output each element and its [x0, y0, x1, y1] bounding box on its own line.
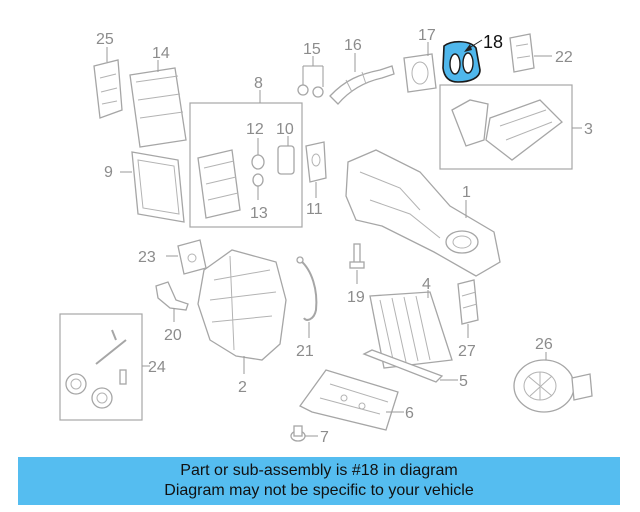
callout-4: 4 [422, 276, 431, 293]
part-17-gasket [403, 42, 437, 93]
part-9-filter [120, 151, 185, 223]
part-2-blower-housing [197, 249, 287, 374]
callout-1: 1 [462, 184, 471, 201]
part-22-bracket [509, 33, 552, 73]
part-12-oring [251, 138, 265, 170]
group-box-3 [439, 84, 573, 170]
part-5-seal-strip [362, 349, 458, 383]
part-6-tray [299, 369, 404, 431]
part-15-clips [297, 56, 324, 98]
part-26-blower-motor [513, 352, 593, 413]
callout-3: 3 [584, 121, 593, 138]
part-10-expansion-valve [277, 136, 295, 175]
callout-23: 23 [138, 249, 156, 266]
group-box-24 [59, 313, 143, 421]
callout-6: 6 [405, 405, 414, 422]
part-18-seal-highlighted [442, 39, 483, 83]
part-heater-core [197, 149, 241, 219]
part-19-screw [349, 243, 365, 284]
part-16-pipe [329, 53, 395, 105]
banner-line-2: Diagram may not be specific to your vehi… [164, 482, 474, 499]
callout-8: 8 [254, 75, 263, 92]
part-4-cabin-filter [369, 290, 453, 369]
callout-5: 5 [459, 373, 468, 390]
banner-line-1: Part or sub-assembly is #18 in diagram [180, 462, 458, 479]
part-24-motor-kit [65, 329, 127, 409]
callout-17: 17 [418, 27, 436, 44]
callout-7: 7 [320, 429, 329, 446]
callout-20: 20 [164, 327, 182, 344]
info-banner: Part or sub-assembly is #18 in diagram D… [18, 457, 620, 505]
part-20-motor [155, 281, 189, 322]
part-23-actuator [166, 239, 207, 275]
callout-22: 22 [555, 49, 573, 66]
part-27-resistor [457, 279, 479, 338]
part-13-oring [252, 173, 264, 200]
group-box-8 [189, 102, 303, 228]
callout-12: 12 [246, 121, 264, 138]
part-1-hvac-housing [345, 149, 501, 277]
callout-16: 16 [344, 37, 362, 54]
part-25-bracket [93, 47, 123, 119]
callout-26: 26 [535, 336, 553, 353]
callout-24: 24 [148, 359, 166, 376]
callout-11: 11 [306, 201, 323, 218]
part-21-cable [296, 256, 318, 338]
part-14-evaporator [129, 60, 187, 148]
callout-9: 9 [104, 164, 113, 181]
callout-25: 25 [96, 31, 114, 48]
part-11-sensor [305, 141, 327, 198]
callout-21: 21 [296, 343, 314, 360]
callout-18: 18 [483, 32, 503, 52]
part-3-duct [451, 99, 563, 161]
part-7-grommet [290, 425, 318, 442]
callout-14: 14 [152, 45, 170, 62]
callout-27: 27 [458, 343, 476, 360]
callout-10: 10 [276, 121, 294, 138]
parts-diagram: 25 14 8 12 13 10 11 9 [59, 27, 593, 446]
callout-15: 15 [303, 41, 321, 58]
callout-13: 13 [250, 205, 268, 222]
callout-2: 2 [238, 379, 247, 396]
callout-19: 19 [347, 289, 365, 306]
